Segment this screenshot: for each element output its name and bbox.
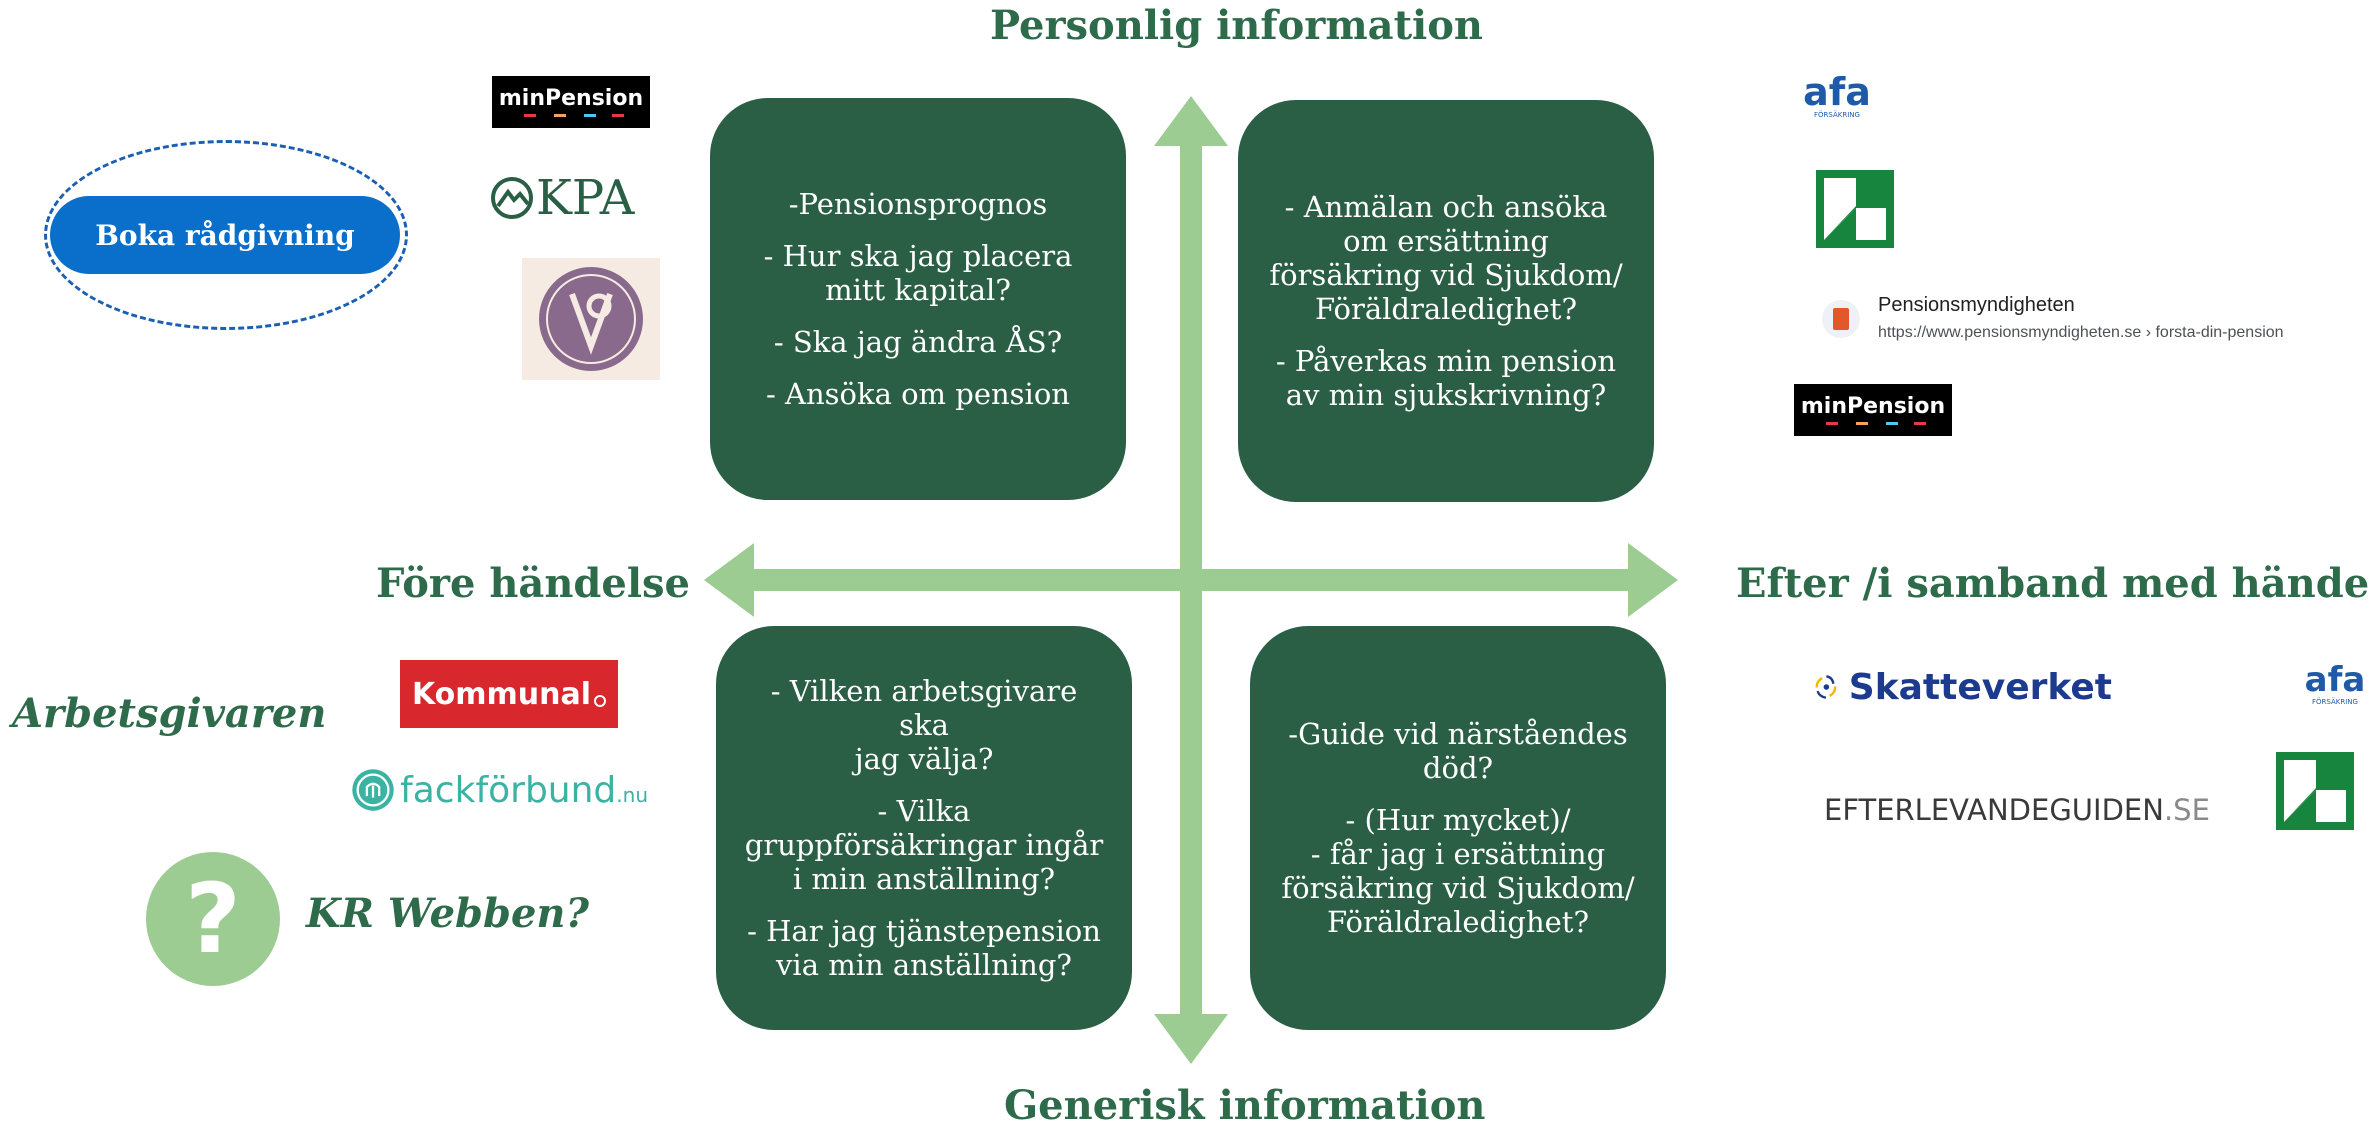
minpension-logo[interactable]: minPension — [492, 76, 650, 128]
minpension-dots — [1826, 421, 1926, 425]
kpa-emblem-icon — [491, 177, 533, 219]
boka-radgivning-highlight — [44, 140, 408, 330]
quadrant-text: - Har jag tjänstepension via min anställ… — [747, 914, 1101, 982]
quadrant-text: - Hur ska jag placera mitt kapital? — [763, 239, 1073, 307]
minpension-dots — [524, 113, 624, 117]
skatteverket-logo[interactable]: Skatteverket — [1812, 654, 2112, 720]
afa-logo-2[interactable]: afa FÖRSÄKRING — [2302, 656, 2368, 712]
minpension-logo-text: minPension — [1800, 393, 1946, 419]
efterlevandeguiden-text: EFTERLEVANDEGUIDEN — [1824, 793, 2164, 827]
orange-square-icon — [1833, 308, 1849, 330]
kommunal-logo[interactable]: Kommunal — [400, 660, 618, 728]
kommunal-logo-text: Kommunal — [411, 676, 592, 712]
axis-label-top: Personlig information — [990, 2, 1484, 49]
quadrant-text: - Ska jag ändra ÅS? — [773, 325, 1063, 359]
efterlevandeguiden-logo[interactable]: EFTERLEVANDEGUIDEN .SE — [1824, 788, 2210, 832]
right-arrowhead — [1628, 543, 1678, 617]
question-circle-icon: ? — [146, 852, 280, 986]
axis-label-bottom: Generisk information — [1004, 1082, 1486, 1129]
fackforbund-logo-suffix: .nu — [616, 783, 648, 807]
left-arrowhead — [704, 543, 754, 617]
kommunal-dot-icon — [594, 695, 607, 707]
down-arrowhead — [1154, 1014, 1228, 1064]
fackforbund-logo[interactable]: fackförbund .nu — [350, 758, 648, 822]
pensionsmyndigheten-favicon — [1822, 300, 1860, 338]
fackforbund-emblem-icon — [352, 769, 394, 811]
horizontal-axis-shaft — [748, 569, 1636, 591]
quadrant-text: - Vilken arbetsgivare ska jag välja? — [770, 674, 1078, 776]
up-arrowhead — [1154, 96, 1228, 146]
quadrant-bottom-right: -Guide vid närståendes död? - (Hur mycke… — [1250, 626, 1666, 1030]
axis-label-right: Efter /i samband med händelse — [1736, 560, 2368, 607]
quadrant-text: - Påverkas min pension av min sjukskrivn… — [1275, 344, 1617, 412]
afa-logo[interactable]: afa FÖRSÄKRING — [1800, 66, 1874, 126]
axis-label-left: Före händelse — [376, 560, 691, 607]
quadrant-text: -Guide vid närståendes död? — [1288, 717, 1628, 785]
quadrant-text: -Pensionsprognos — [788, 187, 1048, 221]
fackforbund-logo-text: fackförbund — [400, 769, 617, 811]
kpa-logo-text: KPA — [536, 170, 635, 226]
skatteverket-emblem-icon — [1815, 675, 1837, 699]
quadrant-top-left: -Pensionsprognos - Hur ska jag placera m… — [710, 98, 1126, 500]
afa-logo-text: afa — [1803, 69, 1871, 114]
quadrant-text: - Anmälan och ansöka om ersättning försä… — [1269, 190, 1623, 326]
boka-radgivning-button[interactable]: Boka rådgivning — [50, 196, 400, 274]
kpa-logo[interactable]: KPA — [490, 168, 650, 228]
boka-radgivning-label: Boka rådgivning — [95, 218, 355, 252]
skatteverket-logo-text: Skatteverket — [1848, 666, 2112, 708]
quadrant-top-right: - Anmälan och ansöka om ersättning försä… — [1238, 100, 1654, 502]
search-result-url: https://www.pensionsmyndigheten.se › for… — [1878, 324, 2284, 341]
arbetsgivaren-label: Arbetsgivaren — [12, 690, 327, 737]
green-square-logo-2[interactable] — [2276, 752, 2354, 830]
pensionsmyndigheten-search-result[interactable]: Pensionsmyndigheten https://www.pensions… — [1822, 294, 2342, 350]
kr-webben-label: KR Webben? — [306, 890, 589, 937]
quadrant-text: - Ansöka om pension — [766, 377, 1070, 411]
search-result-title[interactable]: Pensionsmyndigheten — [1878, 294, 2075, 316]
afa-logo-text: afa — [2304, 659, 2366, 700]
question-mark: ? — [185, 863, 241, 975]
minpension-logo-text: minPension — [498, 85, 644, 111]
quadrant-text: - Vilka gruppförsäkringar ingår i min an… — [744, 794, 1104, 896]
quadrant-text: - (Hur mycket)/ - får jag i ersättning f… — [1281, 803, 1635, 939]
afa-logo-sub: FÖRSÄKRING — [1814, 110, 1860, 119]
pensionsvalet-logo[interactable] — [522, 258, 660, 380]
efterlevandeguiden-suffix: .SE — [2163, 793, 2210, 827]
green-square-logo[interactable] — [1816, 170, 1894, 248]
quadrant-bottom-left: - Vilken arbetsgivare ska jag välja? - V… — [716, 626, 1132, 1030]
v-emblem-icon — [539, 267, 643, 371]
afa-logo-sub: FÖRSÄKRING — [2312, 697, 2358, 706]
minpension-logo-right[interactable]: minPension — [1794, 384, 1952, 436]
